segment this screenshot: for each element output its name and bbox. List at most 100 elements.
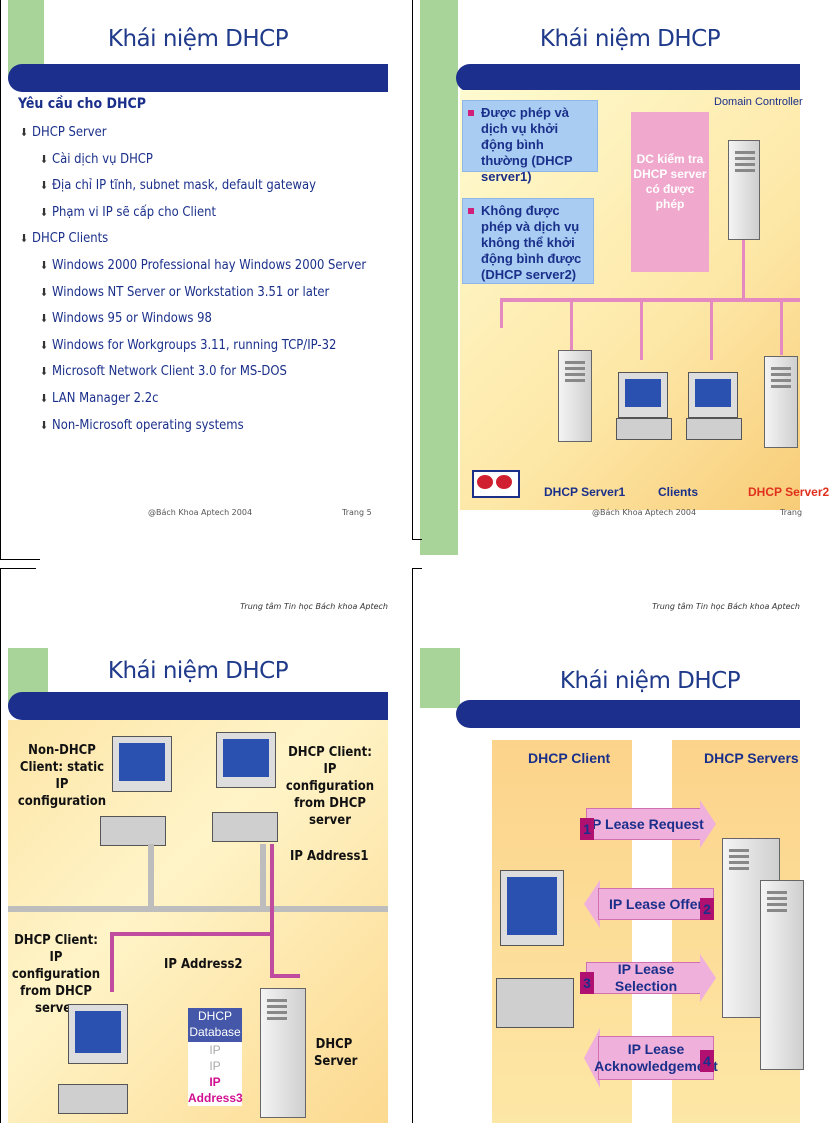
pink-bullet [468,110,474,116]
step-1-number: 1 [580,818,594,840]
list-item-level2: ⬇Địa chỉ IP tĩnh, subnet mask, default g… [40,177,316,193]
step-4-arrow: IP Lease Acknowledgement [584,1028,718,1088]
list-item-text: Non-Microsoft operating systems [52,416,244,433]
slide-title: Khái niệm DHCP [107,658,289,684]
dhcp-client-top-label: DHCP Client: IP configuration from DHCP … [285,745,375,828]
client-monitor-icon [618,372,668,418]
dhcp-client-header: DHCP Client [528,750,611,766]
nav-icon[interactable] [472,470,520,498]
slide-1: Khái niệm DHCP Yêu cầu cho DHCP ⬇DHCP Se… [8,0,388,555]
bullet-icon: ⬇ [40,285,48,299]
list-item-level2: ⬇ Non-Microsoft operating systems [40,417,244,433]
list-item-level2: ⬇Phạm vi IP sẽ cấp cho Client [40,204,216,220]
computer-base-icon [212,812,278,842]
list-item-level2: ⬇ Windows NT Server or Workstation 3.51 o… [40,284,329,300]
dhcp-server-icon [260,988,306,1118]
list-item-level1: ⬇DHCP Server [20,124,107,140]
header-note: Trung tâm Tin học Bách khoa Aptech [652,602,800,611]
non-dhcp-client-label: Non-DHCP Client: static IP configuration [17,743,107,809]
not-allowed-text: Không được phép và dịch vụ không thể khở… [481,203,582,282]
green-accent [420,648,460,708]
requirements-heading: Yêu cầu cho DHCP [18,96,146,112]
not-allowed-box: Không được phép và dịch vụ không thể khở… [462,198,594,284]
allowed-text: Được phép và dịch vụ khởi động bình thườ… [481,105,573,184]
title-bar [8,64,388,92]
list-item-level2: ⬇Windows 2000 Professional hay Windows 2… [40,257,366,273]
drop [640,300,643,360]
dhcp-server2-label: DHCP Server2 [748,485,829,499]
list-item-level2: ⬇Windows for Workgroups 3.11, running TC… [40,337,336,353]
list-item-level1: ⬇DHCP Clients [20,230,108,246]
slide-title: Khái niệm DHCP [107,26,289,52]
computer-base-icon [100,816,166,846]
dhcp-client-left-icon [68,1004,128,1064]
step-2-text: IP Lease Offer [609,895,703,912]
pink-bullet [468,208,474,214]
frame-bottom [0,559,40,560]
domain-controller-icon [728,140,760,240]
dc-check-box: DC kiểm tra DHCP server có được phép [631,112,709,272]
bullet-icon: ⬇ [40,418,48,432]
list-item-text: DHCP Clients [32,230,109,247]
bullet-icon: ⬇ [40,259,48,272]
dhcp-server1-label: DHCP Server1 [544,485,626,499]
footer-page: Trang [780,508,803,517]
drop [780,300,783,355]
list-item-text: Windows 95 or Windows 98 [52,310,212,327]
footer-page: Trang 5 [342,508,372,517]
step-4-text: IP Lease Acknowledgement [594,1041,718,1074]
clients-label: Clients [658,485,699,499]
slide-title: Khái niệm DHCP [539,26,721,52]
dhcp-client-top-icon [216,732,276,788]
list-item-text: Windows NT Server or Workstation 3.51 or… [52,283,330,300]
step-1-arrow: IP Lease Request [586,800,716,848]
step-2-arrow: IP Lease Offer [584,880,714,928]
list-item-level2: ⬇Microsoft Network Client 3.0 for MS-DOS [40,363,287,379]
slide-4: Trung tâm Tin học Bách khoa Aptech Khái … [420,568,804,1123]
drop [710,300,713,360]
step-2-number: 2 [700,898,714,920]
frame-left [412,0,413,540]
domain-controller-label: Domain Controller [714,96,803,108]
footer-copyright: @Bách Khoa Aptech 2004 [148,508,253,517]
db-row: IP Address3 [188,1074,243,1106]
drop [260,844,266,908]
bullet-icon: ⬇ [40,312,48,326]
non-dhcp-client-icon [112,736,172,792]
dhcp-servers-header: DHCP Servers [704,750,799,766]
drop [148,844,154,908]
list-item-text: DHCP Server [32,124,107,140]
frame-left [412,568,413,1123]
bullet-icon: ⬇ [40,152,48,166]
list-item-level2: ⬇ Windows 95 or Windows 98 [40,310,212,326]
client-computer-icon [500,870,564,946]
list-item-text: Phạm vi IP sẽ cấp cho Client [52,203,217,220]
allowed-box: Được phép và dịch vụ khởi động bình thườ… [462,100,598,184]
slide-2: Khái niệm DHCP Được phép và dịch vụ khởi… [420,0,829,555]
footer-copyright: @Bách Khoa Aptech 2004 [592,508,697,517]
dhcp-database-title: DHCP Database [188,1008,242,1042]
header-note: Trung tâm Tin học Bách khoa Aptech [240,602,388,611]
title-bar [8,692,388,720]
list-item-text: Địa chỉ IP tĩnh, subnet mask, default ga… [52,177,317,194]
list-item-level2: ⬇ Cài dịch vụ DHCP [40,151,153,167]
frame-top [412,568,422,569]
ip-address2-label: IP Address2 [164,957,243,972]
step-1-text: IP Lease Request [588,815,704,832]
network-bus [500,298,800,302]
frame-left [0,0,1,560]
server-2-icon [760,880,804,1070]
computer-base-icon [58,1084,128,1114]
ip-address1-label: IP Address1 [290,849,369,864]
client-base-icon [616,418,672,440]
drop [500,298,503,328]
list-item-text: Cài dịch vụ DHCP [52,150,153,167]
bullet-icon: ⬇ [40,365,48,379]
list-item-text: Windows for Workgroups 3.11, running TCP… [52,336,337,353]
slide-3: Trung tâm Tin học Bách khoa Aptech Khái … [8,568,388,1123]
dhcp-server-label: DHCP Server [314,1037,358,1069]
step-3-arrow: IP Lease Selection [586,954,716,1002]
frame-bottom [412,539,422,540]
slide-title: Khái niệm DHCP [559,668,741,694]
ip1-path [270,974,300,978]
